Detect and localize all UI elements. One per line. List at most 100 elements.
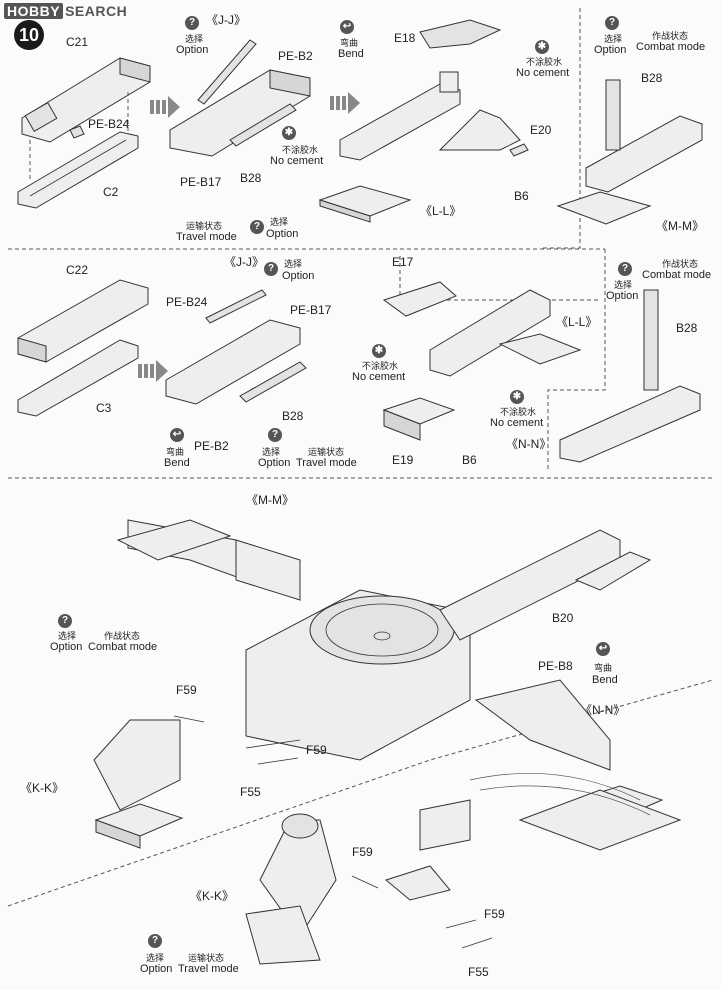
bend-hook-icon: ↩ bbox=[170, 428, 184, 442]
option-en-label: Option bbox=[176, 44, 209, 56]
combat-zh-label: 作战状态 bbox=[104, 631, 141, 641]
question-circle-icon: ? bbox=[268, 428, 282, 442]
no-cement-icon: ✱ bbox=[282, 126, 296, 140]
arm-assembly-ll bbox=[318, 19, 521, 223]
part-label-pe-b24: PE-B24 bbox=[88, 117, 130, 131]
travel-en-label: Travel mode bbox=[296, 457, 357, 469]
part-label-e20: E20 bbox=[530, 123, 552, 137]
divider-mid-right bbox=[547, 249, 606, 470]
view-label-kk: 《K-K》 bbox=[20, 781, 65, 795]
divider-top-right bbox=[540, 8, 581, 249]
travel-zh-label: 运输状态 bbox=[188, 953, 225, 963]
bend-zh-label: 弯曲 bbox=[594, 663, 613, 673]
part-label-b6: B6 bbox=[462, 453, 477, 467]
option-en-label: Option bbox=[258, 457, 291, 469]
part-label-e19: E19 bbox=[392, 453, 414, 467]
no-cement-en-label: No cement bbox=[490, 417, 544, 429]
combat-zh-label: 作战状态 bbox=[652, 31, 689, 41]
option-zh-label: 选择 bbox=[270, 217, 289, 227]
part-label-pe-b8: PE-B8 bbox=[538, 659, 573, 673]
part-label-f59: F59 bbox=[176, 683, 197, 697]
part-pe-b24-sketch bbox=[69, 125, 85, 139]
arm-assembly-jj-2 bbox=[165, 289, 307, 405]
part-label-c2: C2 bbox=[103, 185, 119, 199]
part-label-b28: B28 bbox=[641, 71, 663, 85]
question-circle-icon: ? bbox=[264, 262, 278, 276]
question-circle-icon: ? bbox=[58, 614, 72, 628]
view-label-jj: 《J-J》 bbox=[224, 255, 264, 269]
no-cement-icon: ✱ bbox=[372, 344, 386, 358]
option-en-label: Option bbox=[606, 290, 639, 302]
bend-zh-label: 弯曲 bbox=[340, 38, 359, 48]
travel-en-label: Travel mode bbox=[178, 963, 239, 975]
part-label-c3: C3 bbox=[96, 401, 112, 415]
question-circle-icon: ? bbox=[185, 16, 199, 30]
part-label-pe-b17: PE-B17 bbox=[180, 175, 222, 189]
part-label-b6: B6 bbox=[514, 189, 529, 203]
arrow-stage-1 bbox=[150, 96, 180, 118]
combat-en-label: Combat mode bbox=[642, 269, 712, 281]
no-cement-icon: ✱ bbox=[535, 40, 549, 54]
travel-zh-label: 运输状态 bbox=[186, 221, 223, 231]
travel-zh-label: 运输状态 bbox=[308, 447, 345, 457]
option-zh-label: 选择 bbox=[58, 631, 77, 641]
view-label-ll: 《L-L》 bbox=[556, 315, 598, 329]
travel-en-label: Travel mode bbox=[176, 231, 237, 243]
part-b6-sketch bbox=[509, 143, 529, 157]
option-en-label: Option bbox=[140, 963, 173, 975]
part-label-pe-b2: PE-B2 bbox=[194, 439, 229, 453]
arm-assembly-mm-mid bbox=[559, 289, 701, 463]
combat-en-label: Combat mode bbox=[636, 41, 706, 53]
option-en-label: Option bbox=[594, 44, 627, 56]
option-en-label: Option bbox=[50, 641, 83, 653]
arm-c3 bbox=[17, 339, 139, 417]
option-en-label: Option bbox=[282, 270, 315, 282]
main-base-assembly bbox=[93, 519, 664, 849]
option-zh-label: 选择 bbox=[185, 34, 204, 44]
part-label-c21: C21 bbox=[66, 35, 89, 49]
arrow-stage-2 bbox=[330, 92, 360, 114]
view-label-jj: 《J-J》 bbox=[206, 13, 246, 27]
option-zh-label: 选择 bbox=[604, 34, 623, 44]
no-cement-zh-label: 不涂胶水 bbox=[282, 145, 319, 155]
no-cement-zh-label: 不涂胶水 bbox=[362, 361, 399, 371]
bend-zh-label: 弯曲 bbox=[166, 447, 185, 457]
option-zh-label: 选择 bbox=[284, 259, 303, 269]
question-circle-icon: ? bbox=[148, 934, 162, 948]
no-cement-en-label: No cement bbox=[270, 155, 324, 167]
question-circle-icon: ? bbox=[618, 262, 632, 276]
no-cement-zh-label: 不涂胶水 bbox=[500, 407, 537, 417]
bend-hook-icon: ↩ bbox=[596, 642, 610, 656]
view-label-ll: 《L-L》 bbox=[420, 204, 462, 218]
part-label-c22: C22 bbox=[66, 263, 89, 277]
divider-lower bbox=[7, 679, 714, 907]
part-label-b28: B28 bbox=[240, 171, 262, 185]
part-label-b28: B28 bbox=[282, 409, 304, 423]
option-zh-label: 选择 bbox=[262, 447, 281, 457]
arrow-stage-3 bbox=[138, 360, 168, 382]
arm-c21 bbox=[21, 57, 151, 143]
option-zh-label: 选择 bbox=[614, 280, 633, 290]
part-label-b28: B28 bbox=[676, 321, 698, 335]
part-label-f55: F55 bbox=[240, 785, 261, 799]
part-label-f55: F55 bbox=[468, 965, 489, 979]
view-label-mm: 《M-M》 bbox=[246, 493, 294, 507]
view-label-nn: 《N-N》 bbox=[580, 703, 626, 717]
part-label-pe-b17: PE-B17 bbox=[290, 303, 332, 317]
arm-assembly-mm-top bbox=[556, 79, 703, 225]
no-cement-en-label: No cement bbox=[352, 371, 406, 383]
bend-en-label: Bend bbox=[164, 457, 190, 469]
option-en-label: Option bbox=[266, 228, 299, 240]
arm-c22 bbox=[17, 279, 149, 363]
no-cement-zh-label: 不涂胶水 bbox=[526, 57, 563, 67]
question-circle-icon: ? bbox=[605, 16, 619, 30]
part-label-pe-b2: PE-B2 bbox=[278, 49, 313, 63]
bend-en-label: Bend bbox=[338, 48, 364, 60]
no-cement-icon: ✱ bbox=[510, 390, 524, 404]
combat-en-label: Combat mode bbox=[88, 641, 158, 653]
part-label-pe-b24: PE-B24 bbox=[166, 295, 208, 309]
part-label-e17: E17 bbox=[392, 255, 414, 269]
